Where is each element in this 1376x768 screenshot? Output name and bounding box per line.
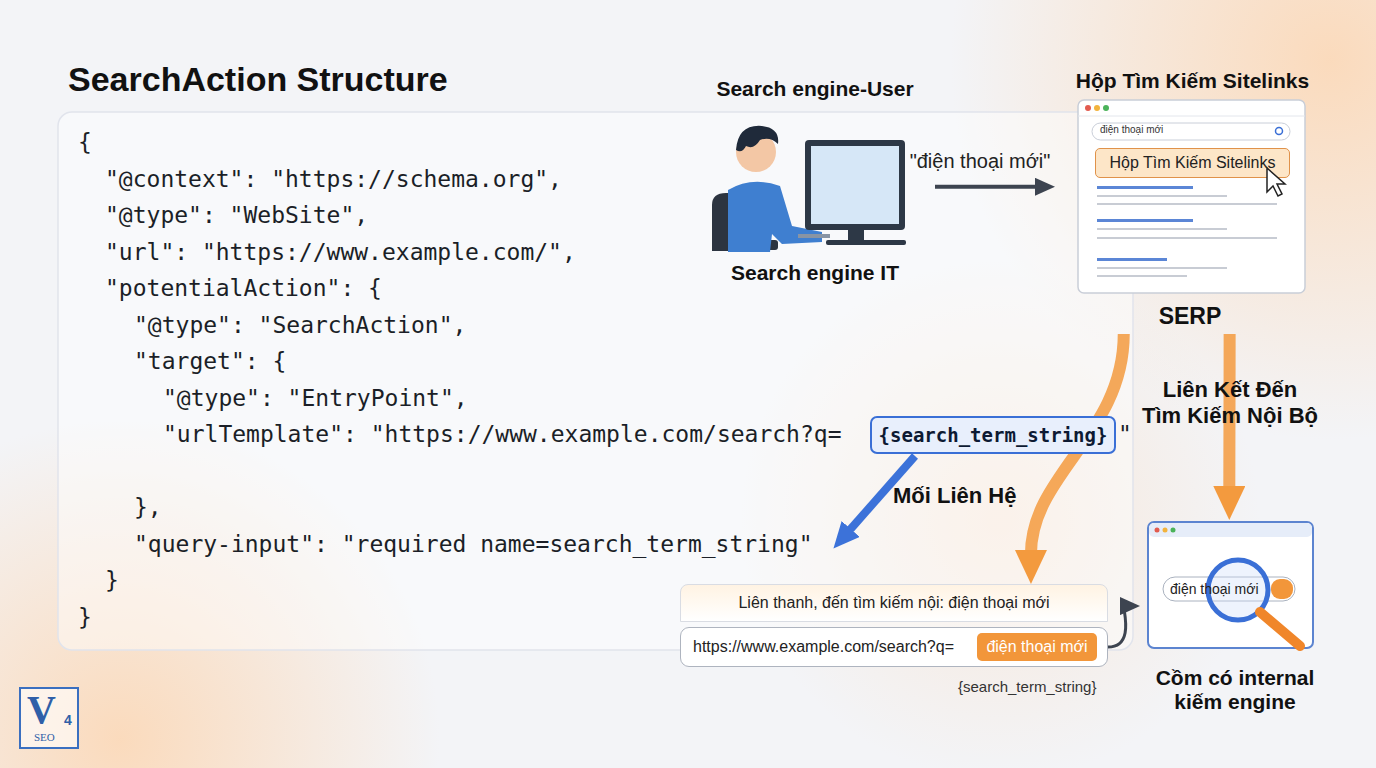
url-bar: https://www.example.com/search?q= điện th… <box>680 627 1108 667</box>
decor-line <box>1260 612 1300 646</box>
code-line: "url": "https://www.example.com/", <box>105 239 576 265</box>
decor-rect <box>811 146 899 224</box>
decor-rect <box>805 140 905 230</box>
query-highlight: điện thoại mới <box>977 633 1097 661</box>
node-text: điện thoại mới <box>1170 581 1259 597</box>
flow-arrow <box>935 185 1039 189</box>
internal-search-window: điện thoại mớiCồm có internal kiếm engin… <box>1140 520 1330 725</box>
decor-circle <box>1094 105 1100 111</box>
decor-rect <box>1148 522 1313 648</box>
node-text: Search engine IT <box>695 261 935 285</box>
code-line: } <box>105 567 119 593</box>
edge-label: "điện thoại mới" <box>905 150 1055 173</box>
node-text: Hộp Tìm Kiếm Sitelinks <box>1055 69 1330 93</box>
node-text: https://www.example.com/search?q= <box>693 638 954 656</box>
decor-g <box>712 126 906 252</box>
code-line: { <box>78 129 92 155</box>
decor-path <box>736 126 778 151</box>
decor-rect <box>826 240 906 245</box>
decor-circle <box>1103 105 1109 111</box>
search-user-illustration: Search engine-UserSearch engine IT <box>695 75 935 290</box>
decor-rect <box>1097 275 1187 277</box>
redirect-note-box: Liên thanh, đến tìm kiếm nội: điện thoại… <box>680 584 1108 622</box>
serp-window: Hộp Tìm Kiếm Sitelinks điện thoại mớiSERP… <box>1055 66 1330 334</box>
node-text: {search_term_string} <box>872 418 1114 452</box>
placeholder-caption: {search_term_string} <box>958 678 1096 695</box>
code-line: "query-input": "required name=search_ter… <box>134 531 813 557</box>
decor-rect <box>1097 258 1167 261</box>
decor-svg <box>1055 66 1330 334</box>
edge-label: Liên Kết Đến Tìm Kiếm Nội Bộ <box>1141 377 1319 429</box>
decor-rect <box>1097 186 1193 189</box>
diagram-title: SearchAction Structure <box>68 60 448 99</box>
relation-label: Mối Liên Hệ <box>893 483 1016 509</box>
node-text: Search engine-User <box>695 77 935 101</box>
code-line: "@type": "SearchAction", <box>134 312 466 338</box>
node-text: SERP <box>1155 303 1225 330</box>
decor-rect <box>1271 579 1293 599</box>
decor-rect <box>1097 219 1193 222</box>
decor-rect <box>58 112 1133 650</box>
decor-circle <box>1276 128 1283 135</box>
code-line: "@context": "https://schema.org", <box>105 166 562 192</box>
decor-rect <box>1097 195 1227 197</box>
decor-rect <box>1097 203 1277 205</box>
decor-circle <box>1155 528 1160 533</box>
decor-rect <box>1097 228 1227 230</box>
decor-circle <box>1171 528 1176 533</box>
code-line: } <box>78 604 92 630</box>
logo-text: SEO <box>34 731 55 743</box>
decor-rect <box>1092 123 1290 140</box>
code-line: }, <box>134 494 162 520</box>
decor-rect <box>848 230 864 240</box>
code-line: " <box>1118 421 1132 447</box>
code-line: "@type": "WebSite", <box>105 202 368 228</box>
decor-svg <box>695 75 935 290</box>
node-text: điện thoại mới <box>977 633 1097 661</box>
decor-svg <box>1263 166 1293 200</box>
sitelinks-searchbox: Hộp Tìm Kiếm Sitelinks <box>1095 148 1290 178</box>
decor-line <box>1078 116 1305 117</box>
decor-rect <box>1149 523 1312 537</box>
decor-circle <box>1085 105 1091 111</box>
decor-rect <box>1097 267 1227 269</box>
code-line: "@type": "EntryPoint", <box>163 385 468 411</box>
decor-rect <box>798 234 830 238</box>
code-line: "target": { <box>134 348 286 374</box>
decor-g <box>1078 100 1305 293</box>
node-text: Liên thanh, đến tìm kiếm nội: điện thoại… <box>681 585 1107 621</box>
flow-arrow <box>1108 606 1126 647</box>
node-text: Cồm có internal kiếm engine <box>1140 666 1330 714</box>
decor-rect <box>20 688 78 748</box>
logo-number: 4 <box>64 712 72 728</box>
logo-letter: V <box>27 688 56 732</box>
placeholder-highlight: {search_term_string} <box>870 416 1116 454</box>
node-text: điện thoại mới <box>1100 124 1163 135</box>
decor-circle <box>1163 528 1168 533</box>
decor-g <box>1148 522 1313 648</box>
decor-rect <box>1097 237 1277 239</box>
code-line: "urlTemplate": "https://www.example.com/… <box>163 421 842 447</box>
node-text: Hộp Tìm Kiếm Sitelinks <box>1096 149 1289 177</box>
decor-rect <box>1078 100 1305 293</box>
code-line: "potentialAction": { <box>105 275 382 301</box>
